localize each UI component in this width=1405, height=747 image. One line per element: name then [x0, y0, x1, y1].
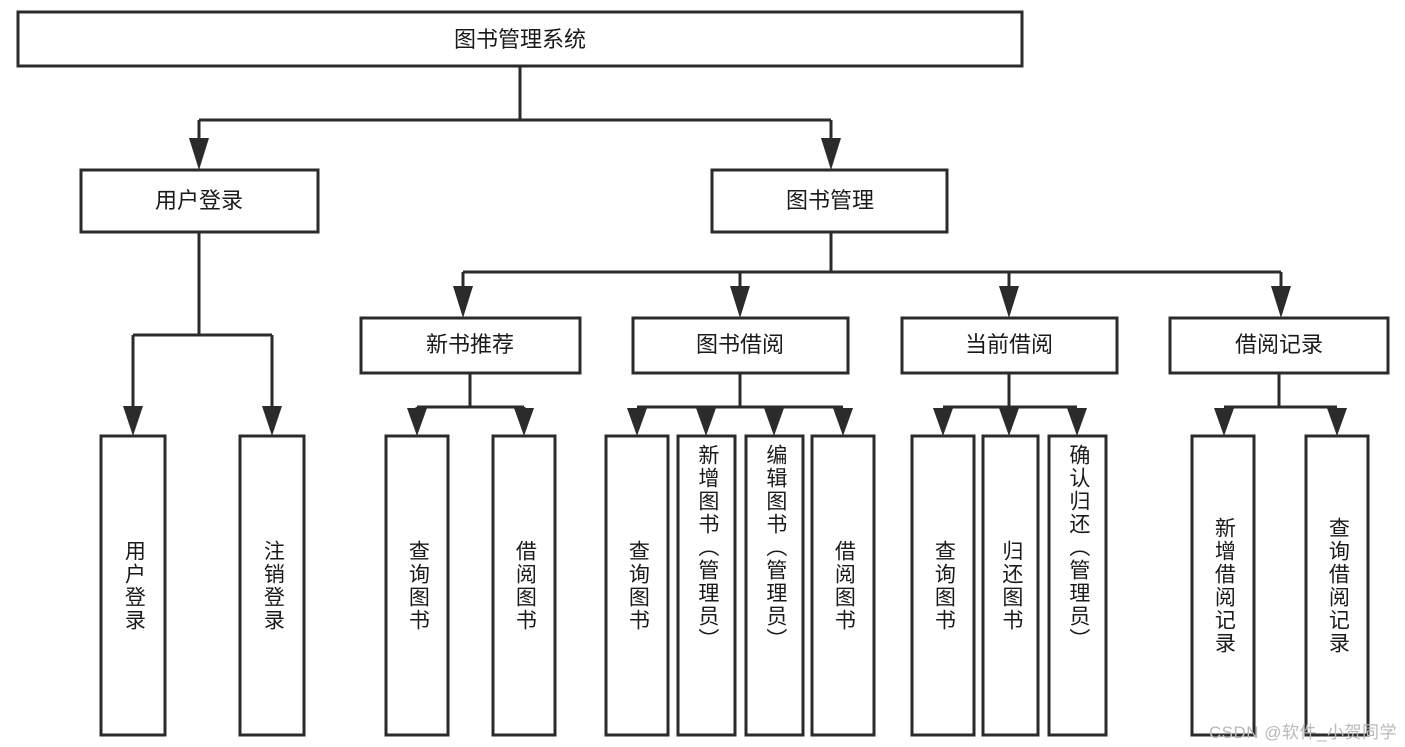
arrow-bb-leaf-4 — [833, 408, 853, 436]
arrow-bm-to-current-borrow — [999, 286, 1019, 318]
node-current-borrow[interactable]: 当前借阅 — [900, 316, 1119, 375]
leaf-box-current-borrow-2[interactable] — [981, 434, 1040, 737]
node-new-book-recommend-label: 新书推荐 — [426, 332, 514, 357]
arrow-bb-leaf-1 — [627, 408, 647, 436]
edge-group-book-borrow-to-leaves — [627, 373, 853, 436]
arrow-cb-leaf-1 — [933, 408, 953, 436]
edge-group-root-to-level2 — [189, 66, 841, 170]
leaf-box-current-borrow-1[interactable] — [910, 434, 976, 737]
node-book-borrow[interactable]: 图书借阅 — [631, 316, 850, 375]
leaf-box-book-borrow-1[interactable] — [604, 434, 670, 737]
arrow-root-to-book-manage — [821, 138, 841, 170]
arrow-bm-to-new-book — [453, 286, 473, 318]
arrow-cb-leaf-3 — [1067, 408, 1087, 436]
leaf-box-book-borrow-2[interactable] — [676, 434, 737, 737]
node-root[interactable]: 图书管理系统 — [16, 10, 1024, 68]
node-new-book-recommend-box[interactable] — [359, 316, 582, 375]
edge-group-borrow-record-to-leaves — [1214, 373, 1347, 436]
arrow-bb-leaf-2 — [696, 408, 716, 436]
leaf-box-book-borrow-4[interactable] — [810, 434, 876, 737]
node-book-manage[interactable]: 图书管理 — [710, 168, 949, 234]
edge-group-book-manage-to-level3 — [453, 232, 1291, 318]
leaf-box-new-book-2[interactable] — [491, 434, 557, 737]
leaf-box-book-borrow-3[interactable] — [744, 434, 805, 737]
arrow-br-leaf-1 — [1214, 408, 1234, 436]
arrow-cb-leaf-2 — [999, 408, 1019, 436]
leaf-box-new-book-1[interactable] — [384, 434, 450, 737]
node-borrow-record-box[interactable] — [1168, 316, 1390, 375]
arrow-nb-leaf-2 — [514, 408, 534, 436]
node-book-borrow-box[interactable] — [631, 316, 850, 375]
node-borrow-record-label: 借阅记录 — [1235, 332, 1323, 357]
leaf-box-user-login-2[interactable] — [238, 434, 306, 737]
node-book-manage-box[interactable] — [710, 168, 949, 234]
leaf-boxes — [99, 434, 1370, 737]
node-root-box[interactable] — [16, 10, 1024, 68]
node-book-manage-label: 图书管理 — [786, 188, 874, 213]
edge-group-new-book-to-leaves — [407, 373, 534, 436]
node-new-book-recommend[interactable]: 新书推荐 — [359, 316, 582, 375]
node-current-borrow-label: 当前借阅 — [965, 332, 1053, 357]
leaf-box-user-login-1[interactable] — [99, 434, 167, 737]
arrow-bm-to-borrow-record — [1271, 286, 1291, 318]
arrow-root-to-user-login — [189, 138, 209, 170]
node-borrow-record[interactable]: 借阅记录 — [1168, 316, 1390, 375]
arrow-bb-leaf-3 — [764, 408, 784, 436]
node-current-borrow-box[interactable] — [900, 316, 1119, 375]
leaf-box-borrow-record-2[interactable] — [1304, 434, 1370, 737]
node-user-login[interactable]: 用户登录 — [79, 168, 320, 234]
node-book-borrow-label: 图书借阅 — [696, 332, 784, 357]
node-user-login-label: 用户登录 — [155, 188, 243, 213]
arrow-user-login-leaf-2 — [262, 406, 282, 436]
arrow-user-login-leaf-1 — [123, 406, 143, 436]
edge-group-user-login-to-leaves — [123, 232, 282, 436]
arrow-bm-to-book-borrow — [730, 286, 750, 318]
csdn-watermark: CSDN @软件_小贺同学 — [1208, 723, 1397, 742]
edge-group-current-borrow-to-leaves — [933, 373, 1087, 436]
arrow-nb-leaf-1 — [407, 408, 427, 436]
arrow-br-leaf-2 — [1327, 408, 1347, 436]
node-user-login-box[interactable] — [79, 168, 320, 234]
node-root-label: 图书管理系统 — [454, 27, 586, 52]
leaf-box-current-borrow-3[interactable] — [1047, 434, 1108, 737]
leaf-box-borrow-record-1[interactable] — [1190, 434, 1256, 737]
